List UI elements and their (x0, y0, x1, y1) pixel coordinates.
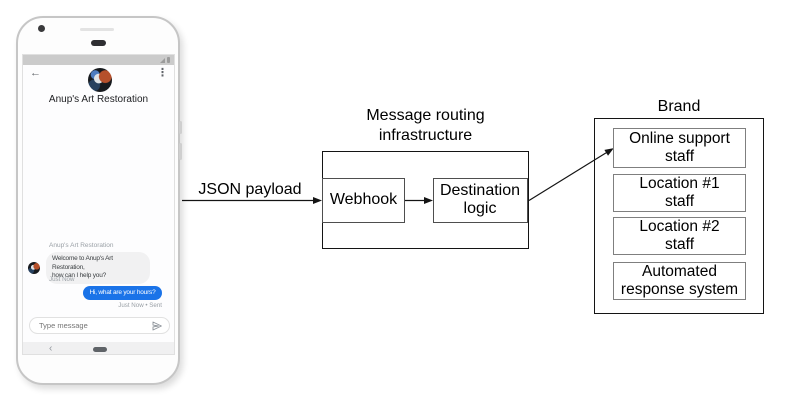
webhook-box: Webhook (322, 177, 405, 223)
incoming-timestamp: Just Now (49, 276, 75, 283)
brand-channel-box: Location #1 staff (613, 173, 746, 212)
brand-channel-box: Location #2 staff (613, 216, 746, 255)
android-navbar: ‹ (23, 342, 174, 354)
front-camera-icon (38, 25, 45, 32)
phone-mockup: ← ⋮ Anup's Art Restoration Anup's Art Re… (16, 16, 182, 385)
message-avatar (28, 262, 40, 274)
business-avatar (87, 68, 112, 92)
brand-channel-box: Automated response system (613, 262, 746, 300)
status-bar (23, 55, 174, 65)
brand-title: Brand (657, 98, 701, 115)
volume-button (179, 143, 182, 160)
sender-label: Anup's Art Restoration (49, 242, 114, 249)
routing-title: Message routing infrastructure (366, 107, 485, 144)
brand-container-box (594, 117, 764, 314)
chat-title: Anup's Art Restoration (48, 94, 149, 105)
signal-icon (159, 57, 165, 63)
battery-icon (166, 56, 170, 64)
destination-logic-box: Destination logic (432, 177, 528, 223)
nav-back-icon[interactable]: ‹ (49, 343, 53, 354)
overflow-menu-icon[interactable]: ⋮ (157, 67, 168, 79)
phone-screen: ← ⋮ Anup's Art Restoration Anup's Art Re… (22, 54, 175, 355)
nav-home-icon[interactable] (92, 347, 107, 352)
message-input[interactable] (39, 321, 152, 330)
send-icon[interactable] (152, 321, 162, 331)
back-arrow-icon[interactable]: ← (30, 67, 41, 79)
speaker-slot (80, 28, 114, 31)
brand-channel-box: Online support staff (613, 127, 746, 168)
power-button (179, 121, 182, 134)
outgoing-message-bubble: Hi, what are your hours? (82, 286, 162, 300)
earpiece (91, 40, 106, 46)
incoming-message-bubble: Welcome to Anup's Art Restoration, how c… (46, 252, 150, 284)
message-composer[interactable] (29, 317, 170, 334)
outgoing-timestamp: Just Now • Sent (118, 302, 162, 309)
json-payload-label: JSON payload (198, 181, 302, 198)
